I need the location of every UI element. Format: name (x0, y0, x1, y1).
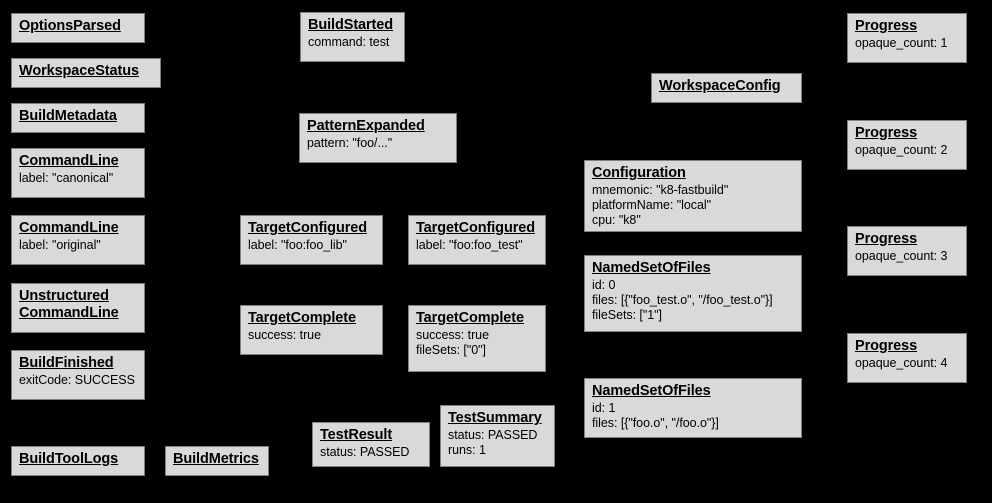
event-node-title: TargetComplete (248, 310, 356, 326)
event-node-build-metrics[interactable]: BuildMetrics (165, 446, 269, 476)
event-node-field: platformName: "local" (592, 197, 711, 212)
event-node-field: id: 1 (592, 401, 616, 416)
event-node-field: command: test (308, 35, 390, 50)
event-node-field: files: [{"foo_test.o", "/foo_test.o"}] (592, 292, 773, 307)
event-node-title: Unstructured CommandLine (19, 288, 119, 322)
event-node-field: label: "foo:foo_lib" (248, 238, 347, 253)
event-node-title: TestSummary (448, 410, 542, 426)
event-node-field: success: true (248, 328, 321, 343)
event-node-field: files: [{"foo.o", "/foo.o"}] (592, 415, 719, 430)
event-node-title: BuildStarted (308, 17, 394, 33)
event-node-field: fileSets: ["0"] (416, 342, 486, 357)
event-node-field: pattern: "foo/..." (307, 136, 393, 151)
event-node-field: fileSets: ["1"] (592, 307, 662, 322)
event-node-field: opaque_count: 2 (855, 143, 948, 158)
event-node-unstructured-command-line[interactable]: Unstructured CommandLine (11, 283, 145, 333)
event-node-title: OptionsParsed (19, 18, 121, 34)
event-node-pattern-expanded[interactable]: PatternExpanded pattern: "foo/..." (299, 113, 457, 163)
event-node-options-parsed[interactable]: OptionsParsed (11, 13, 145, 43)
event-node-field: opaque_count: 1 (855, 36, 948, 51)
event-node-title: NamedSetOfFiles (592, 383, 711, 399)
event-node-field: label: "foo:foo_test" (416, 238, 523, 253)
event-node-field: status: PASSED (448, 428, 538, 443)
event-node-field: opaque_count: 3 (855, 249, 948, 264)
event-node-title: BuildToolLogs (19, 451, 119, 467)
event-node-workspace-config[interactable]: WorkspaceConfig (651, 73, 802, 103)
event-node-field: cpu: "k8" (592, 212, 641, 227)
event-node-field: opaque_count: 4 (855, 356, 948, 371)
event-node-progress-1[interactable]: Progress opaque_count: 1 (847, 13, 967, 63)
event-node-workspace-status[interactable]: WorkspaceStatus (11, 58, 161, 88)
event-node-field: id: 0 (592, 278, 616, 293)
event-node-build-tool-logs[interactable]: BuildToolLogs (11, 446, 145, 476)
event-node-title: Progress (855, 231, 918, 247)
event-node-test-result[interactable]: TestResult status: PASSED (312, 422, 430, 467)
event-node-target-configured-foo-lib[interactable]: TargetConfigured label: "foo:foo_lib" (240, 215, 383, 265)
event-node-configuration[interactable]: Configuration mnemonic: "k8-fastbuild"pla… (584, 160, 802, 232)
event-node-progress-2[interactable]: Progress opaque_count: 2 (847, 120, 967, 170)
event-node-progress-3[interactable]: Progress opaque_count: 3 (847, 226, 967, 276)
event-node-title: TargetComplete (416, 310, 524, 326)
event-node-command-line-canonical[interactable]: CommandLine label: "canonical" (11, 148, 145, 198)
event-node-title: Configuration (592, 165, 686, 181)
event-node-field: status: PASSED (320, 445, 410, 460)
event-node-field: mnemonic: "k8-fastbuild" (592, 183, 729, 198)
event-node-title: Progress (855, 338, 918, 354)
event-node-title: CommandLine (19, 153, 119, 169)
event-node-title: BuildMetadata (19, 108, 117, 124)
event-node-title: CommandLine (19, 220, 119, 236)
event-node-command-line-original[interactable]: CommandLine label: "original" (11, 215, 145, 265)
event-node-target-complete-lib[interactable]: TargetComplete success: true (240, 305, 383, 355)
event-node-title: WorkspaceStatus (19, 63, 139, 79)
event-node-field: success: true (416, 328, 489, 343)
event-node-field: runs: 1 (448, 442, 486, 457)
event-node-field: exitCode: SUCCESS (19, 373, 135, 388)
event-node-build-metadata[interactable]: BuildMetadata (11, 103, 145, 133)
event-node-target-configured-foo-test[interactable]: TargetConfigured label: "foo:foo_test" (408, 215, 546, 265)
event-node-title: WorkspaceConfig (659, 78, 781, 94)
event-node-title: TargetConfigured (416, 220, 535, 236)
event-node-field: label: "original" (19, 238, 101, 253)
event-node-title: Progress (855, 18, 918, 34)
event-node-title: TargetConfigured (248, 220, 367, 236)
event-node-title: NamedSetOfFiles (592, 260, 711, 276)
event-node-title: BuildMetrics (173, 451, 259, 467)
event-node-build-started[interactable]: BuildStarted command: test (300, 12, 405, 62)
event-node-build-finished[interactable]: BuildFinished exitCode: SUCCESS (11, 350, 145, 400)
event-node-title: TestResult (320, 427, 393, 443)
event-node-field: label: "canonical" (19, 171, 114, 186)
event-node-title: Progress (855, 125, 918, 141)
event-node-title: BuildFinished (19, 355, 114, 371)
event-node-progress-4[interactable]: Progress opaque_count: 4 (847, 333, 967, 383)
event-node-title: PatternExpanded (307, 118, 425, 134)
